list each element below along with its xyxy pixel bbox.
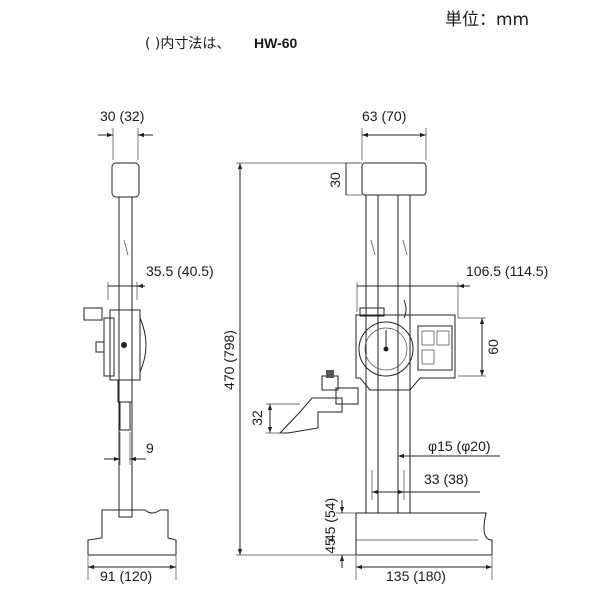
front-base (355, 512, 493, 556)
unit-label: 単位：mm (445, 10, 529, 30)
front-scriber-height-dim: 32 (249, 410, 265, 426)
front-dial-body (355, 314, 456, 391)
scriber-clamp (335, 387, 359, 405)
front-top-block (361, 162, 427, 196)
front-column-spacing-dim: 33 (38) (424, 471, 468, 487)
scriber-blade (278, 397, 343, 434)
side-base (87, 509, 177, 556)
front-dial-offset-dim: 106.5 (114.5) (466, 263, 548, 279)
side-lock-screw (121, 342, 127, 348)
front-dial-height-dim: 60 (485, 339, 501, 355)
side-top-width-dim: 30 (32) (100, 108, 144, 124)
side-top-block (111, 162, 140, 198)
front-base-height-dim-upper: 45 (54) (322, 498, 338, 542)
front-base-width-dim: 135 (180) (386, 568, 446, 584)
dimension-note: ( )内寸法は、 (145, 36, 230, 52)
front-column-dia-dim: φ15 (φ20) (428, 438, 491, 454)
front-total-height-dim: 470 (798) (221, 330, 237, 390)
side-adjust-knob (83, 307, 103, 321)
model-name: HW-60 (254, 35, 297, 51)
side-scriber-thickness-dim: 9 (146, 440, 154, 456)
side-column (118, 196, 133, 518)
front-top-height-dim: 30 (327, 172, 343, 188)
side-dial-edge (139, 317, 147, 373)
front-base-height-dim-lower: 45 (322, 538, 338, 554)
front-view: 63 (70) 30 470 (798) 106.5 (114.5) (221, 108, 548, 584)
front-top-width-dim: 63 (70) (362, 108, 406, 124)
side-scriber-reach-dim: 35.5 (40.5) (146, 263, 214, 279)
dial-face (358, 321, 414, 377)
digit-counter (417, 325, 453, 371)
side-scriber (117, 379, 133, 403)
side-base-width-dim: 91 (120) (100, 568, 152, 584)
side-view: 30 (32) 35.5 (40.5) 9 (83, 108, 214, 584)
